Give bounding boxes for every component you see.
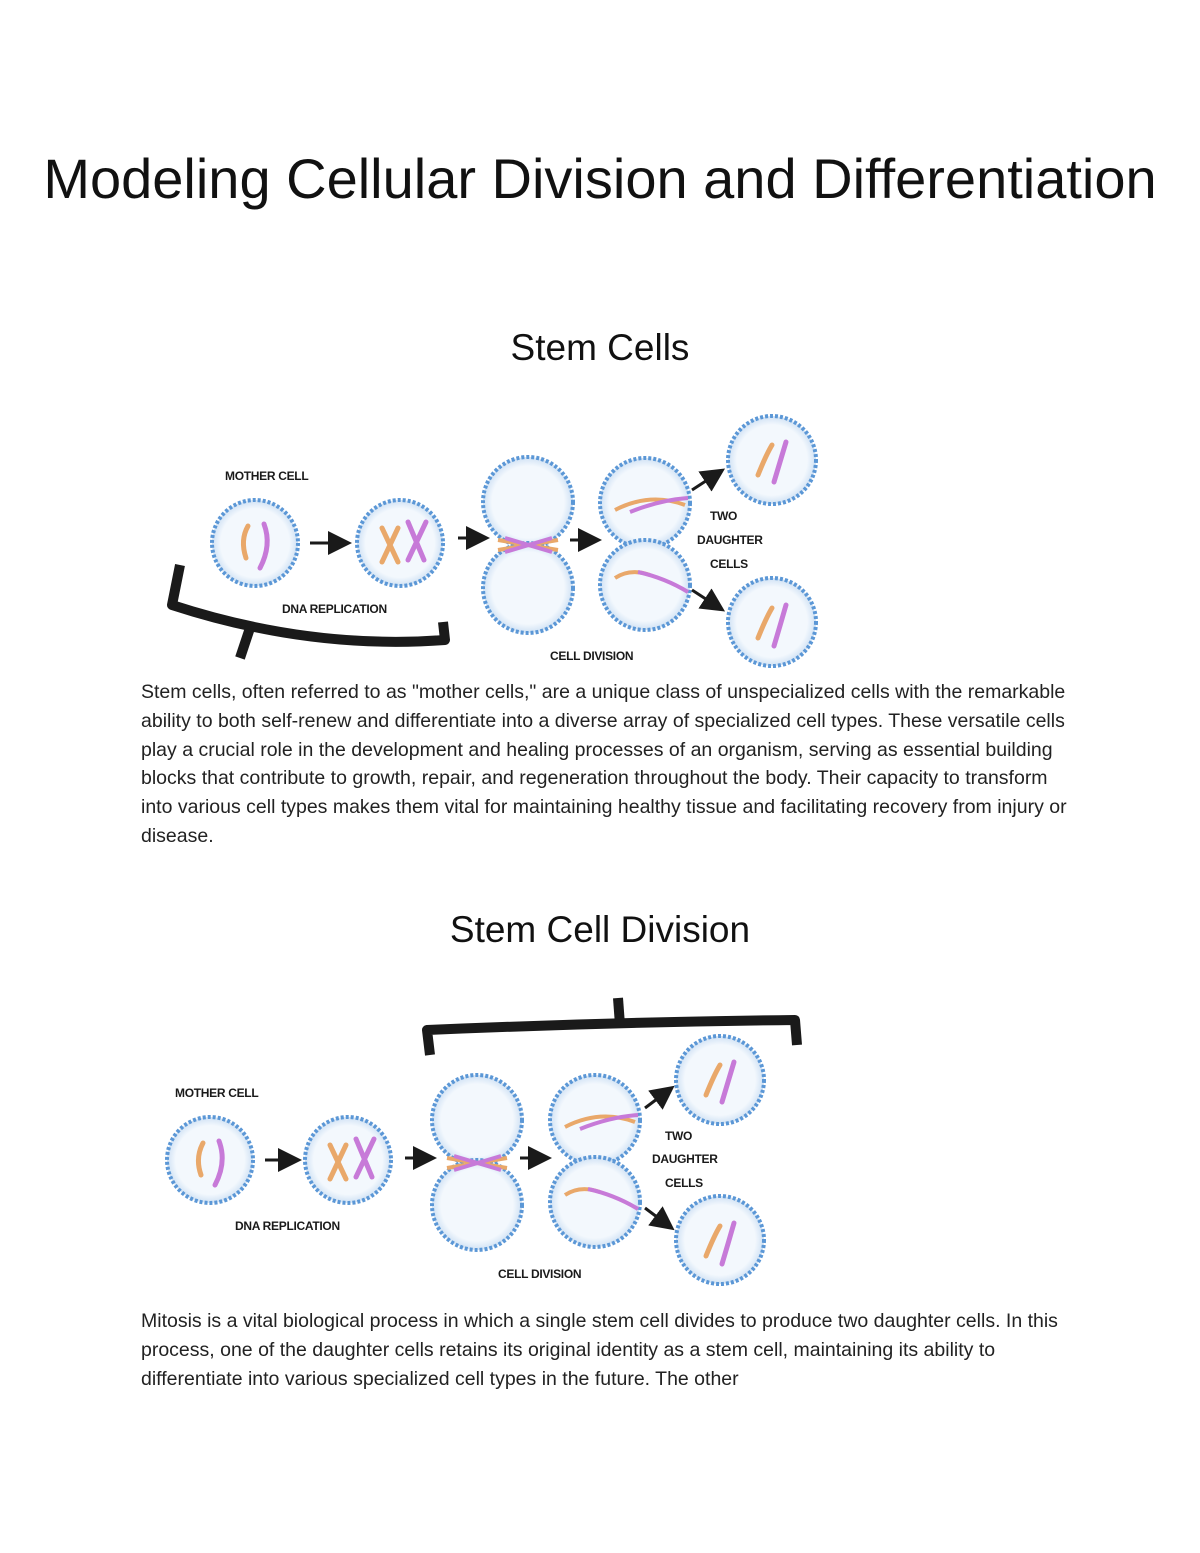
stem-cells-paragraph: Stem cells, often referred to as "mother…	[141, 681, 1067, 847]
label-cells-2: CELLS	[665, 1176, 703, 1190]
label-cell-division-2: CELL DIVISION	[498, 1267, 581, 1281]
document-title: Modeling Cellular Division and Different…	[43, 147, 1157, 210]
replicating-cell	[355, 498, 445, 588]
label-mother-cell: MOTHER CELL	[225, 469, 308, 483]
label-daughter: DAUGHTER	[697, 533, 763, 547]
label-two: TWO	[710, 509, 737, 523]
section-heading-stem-cells: Stem Cells	[510, 327, 690, 368]
label-cells: CELLS	[710, 557, 748, 571]
label-daughter-2: DAUGHTER	[652, 1152, 718, 1166]
daughter-cell-top-2	[674, 1034, 766, 1126]
stem-cell-division-diagram-2: MOTHER CELL DNA REPLICATION CELL DIVISIO…	[165, 997, 802, 1286]
daughter-cell-top	[726, 414, 818, 506]
label-dna-replication: DNA REPLICATION	[282, 602, 387, 616]
dna-replication-bracket	[167, 564, 450, 647]
mother-cell	[210, 498, 300, 588]
replicating-cell-2	[303, 1115, 393, 1205]
mother-cell-2	[165, 1115, 255, 1205]
label-cell-division: CELL DIVISION	[550, 649, 633, 663]
stem-cell-division-paragraph: Mitosis is a vital biological process in…	[141, 1310, 1058, 1390]
label-dna-replication-2: DNA REPLICATION	[235, 1219, 340, 1233]
label-two-2: TWO	[665, 1129, 692, 1143]
cell-division-bracket	[422, 1015, 802, 1056]
label-mother-cell-2: MOTHER CELL	[175, 1086, 258, 1100]
daughter-cell-bottom-2	[674, 1194, 766, 1286]
section-heading-stem-cell-division: Stem Cell Division	[449, 909, 751, 950]
daughter-cell-bottom	[726, 576, 818, 668]
stem-cell-division-diagram-1: MOTHER CELL DNA REPLICATION CELL DIVISIO…	[167, 414, 818, 668]
